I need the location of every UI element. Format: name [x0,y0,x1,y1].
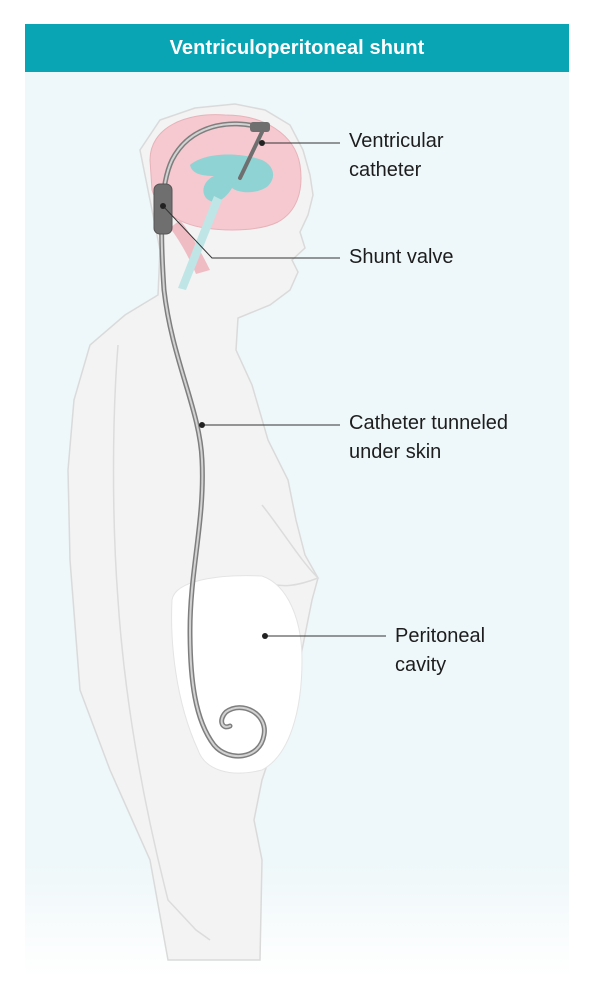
dot-ventricular-catheter [259,140,265,146]
ventricular-catheter-cap [250,122,270,132]
csf-channel [178,196,222,290]
ventricles [190,154,274,202]
label-line: Catheter tunneled [349,412,509,434]
diagram-title: Ventriculoperitoneal shunt [169,36,425,59]
leader-shunt-valve [162,205,340,259]
brainstem [170,220,210,274]
title-bar: Ventriculoperitoneal shunt [25,24,569,72]
label-peritoneal-cavity: Peritoneal cavity [395,622,485,680]
label-line: Ventricular [349,130,444,152]
label-line: catheter [349,159,422,181]
ventricular-catheter [238,130,264,180]
breast-outline [261,504,320,587]
label-ventricular-catheter: Ventricular catheter [349,127,444,185]
dot-shunt-valve [160,203,166,209]
label-line: under skin [349,441,442,463]
dot-peritoneal-cavity [262,633,268,639]
label-line: cavity [395,654,447,676]
label-catheter-tunneled: Catheter tunneled under skin [349,409,508,467]
label-line: Shunt valve [349,246,454,268]
label-line: Peritoneal [395,625,486,647]
body-silhouette [67,103,319,961]
arm-outline [112,344,211,941]
label-shunt-valve: Shunt valve [349,243,454,272]
dot-catheter-tunneled [199,422,205,428]
